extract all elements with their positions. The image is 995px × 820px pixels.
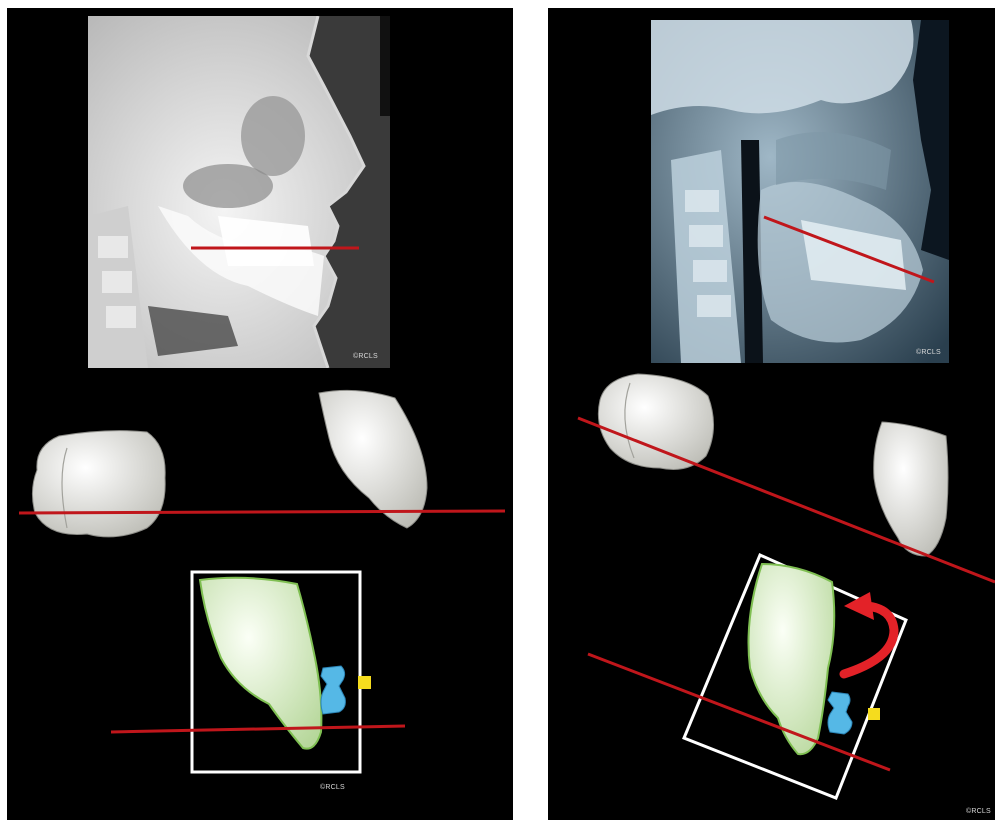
bracket-left xyxy=(321,666,345,714)
bracket-right xyxy=(828,692,852,734)
crown-left xyxy=(200,578,321,749)
panel-left: ©RCLS ©RCLS xyxy=(7,8,513,820)
occlusal-plane-line-model-left xyxy=(19,511,505,513)
crown-right xyxy=(749,564,835,754)
panel-right: ©RCLS xyxy=(548,8,995,820)
marker-right xyxy=(868,708,880,720)
incisor-upper-right xyxy=(874,422,948,556)
tooth-model-left xyxy=(7,8,513,820)
curved-arrow-icon xyxy=(844,592,894,674)
model-copyright-right: ©RCLS xyxy=(966,808,991,815)
molar-left xyxy=(32,431,165,537)
model-copyright-left: ©RCLS xyxy=(320,784,345,791)
molar-right xyxy=(598,374,713,470)
tooth-model-right xyxy=(548,8,995,820)
marker-left xyxy=(358,676,371,689)
incisor-upper-left xyxy=(319,390,427,528)
